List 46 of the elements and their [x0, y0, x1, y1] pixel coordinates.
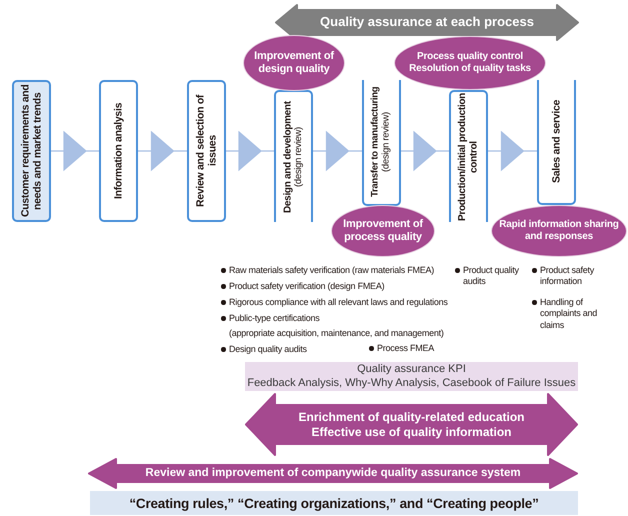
node-text: Process quality control — [416, 51, 524, 63]
process-box — [537, 80, 576, 205]
process-box — [12, 80, 51, 222]
process-label: (design review) — [294, 127, 305, 187]
process-label: Design and development — [282, 101, 294, 213]
node-text: “Creating rules,” “Creating organizations,” and “Creating people” — [129, 496, 539, 510]
chevron-arrow — [312, 131, 363, 171]
process-label: Transfer to manufacturing — [370, 86, 382, 198]
process-label: Information analysis — [112, 102, 125, 200]
process-label: (design review) — [382, 112, 392, 172]
node-text: Rapid information sharing and responses — [498, 219, 620, 243]
bullet-item: Raw materials safety verification (raw materials FMEA) — [221, 265, 453, 276]
node-text: Improvement of design quality — [253, 50, 335, 76]
bullet-item: Public-type certifications — [221, 313, 453, 324]
node-text: Quality assurance at each process — [320, 14, 534, 31]
process-box — [99, 80, 138, 222]
chevron-arrow — [400, 131, 450, 171]
bullet-item: Product safety information — [532, 265, 608, 288]
bullet-item: Design quality audits — [221, 344, 341, 356]
chevron-arrow — [225, 131, 275, 171]
bullet-item: Process FMEA — [369, 343, 449, 354]
node-text: Enrichment of quality-related education — [298, 410, 525, 424]
chevron-arrow — [487, 131, 538, 171]
note-text: (appropriate acquisition, maintenance, and management) — [229, 328, 445, 340]
bullet-item: Rigorous compliance with all relevant laws and regulations — [221, 297, 453, 308]
banner-panel — [90, 491, 578, 515]
node-text: Review and improvement of companywide quality assurance system — [145, 466, 521, 481]
node-text: Feedback Analysis, Why-Why Analysis, Casebook of Failure Issues — [247, 376, 576, 390]
node-text: Resolution of quality tasks — [408, 63, 532, 75]
bullet-item: Product quality audits — [455, 265, 527, 288]
process-box — [362, 80, 401, 206]
node-text: Effective use of quality information — [311, 424, 512, 440]
kpi-panel — [245, 362, 578, 391]
bullet-item: Handling of complaints and claims — [532, 297, 608, 331]
process-label: Review and selection of issues — [194, 94, 219, 210]
process-label: Sales and service — [550, 100, 563, 184]
process-box — [449, 90, 488, 222]
chevron-arrow — [137, 131, 188, 171]
chevron-arrow — [50, 131, 100, 171]
process-label: Customer requirements and needs and market trends — [19, 84, 44, 220]
process-box — [274, 90, 313, 222]
node-text: Quality assurance KPI — [357, 362, 466, 376]
process-box — [187, 80, 226, 222]
process-label: Production/initial production control — [457, 92, 480, 222]
bullet-item: Product safety verification (design FMEA) — [221, 281, 453, 292]
node-text: Improvement of process quality — [342, 218, 424, 244]
